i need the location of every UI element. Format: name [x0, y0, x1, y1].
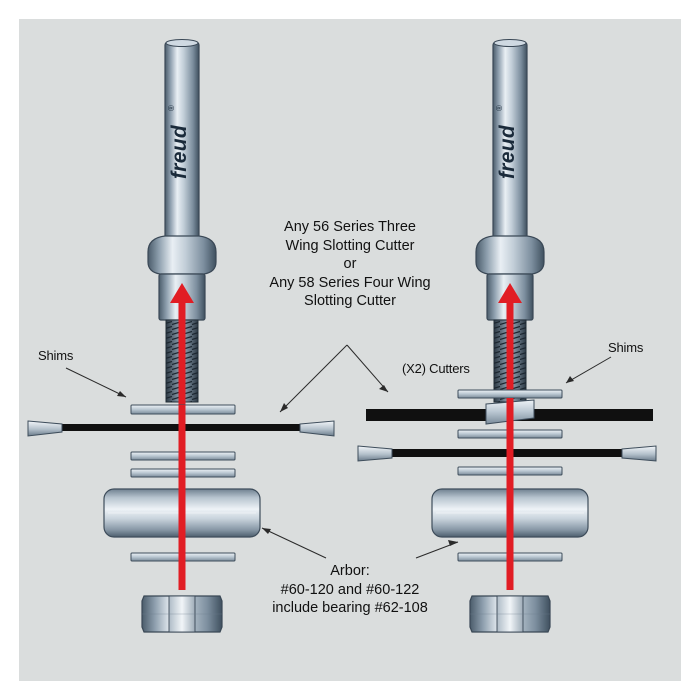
arbor-callout-line-2: #60-120 and #60-122 — [280, 581, 420, 598]
right-cutter-tip-left — [357, 445, 393, 462]
cutter-callout-line-4: Any 58 Series Four Wing — [269, 274, 431, 291]
shims-label-right: Shims — [608, 340, 644, 355]
leader-arrowheads — [117, 376, 574, 546]
diagram-background — [19, 19, 681, 681]
arbor-callout-line-1: Arbor: — [330, 563, 370, 579]
cutters-x2-label: (X2) Cutters — [402, 361, 470, 376]
arbor-callout-line-3: include bearing #62-108 — [272, 600, 428, 616]
left-cutter-tip-left — [27, 420, 63, 437]
cutter-callout: Any 56 Series Three Wing Slotting Cutter… — [240, 218, 460, 311]
right-arbor-assembly — [357, 38, 657, 633]
right-upper-shim — [457, 389, 563, 399]
arbor-callout: Arbor: #60-120 and #60-122 include beari… — [240, 562, 460, 618]
left-cutter-tip-right — [299, 420, 335, 437]
left-arbor-assembly — [27, 38, 335, 633]
cutter-callout-line-2: Wing Slotting Cutter — [285, 237, 415, 254]
right-cutter-tip-right — [621, 445, 657, 462]
shims-label-left: Shims — [38, 348, 74, 363]
cutter-callout-line-1: Any 56 Series Three — [284, 219, 416, 235]
cutter-callout-line-5: Slotting Cutter — [304, 293, 396, 309]
cutter-callout-line-3: or — [343, 256, 357, 272]
